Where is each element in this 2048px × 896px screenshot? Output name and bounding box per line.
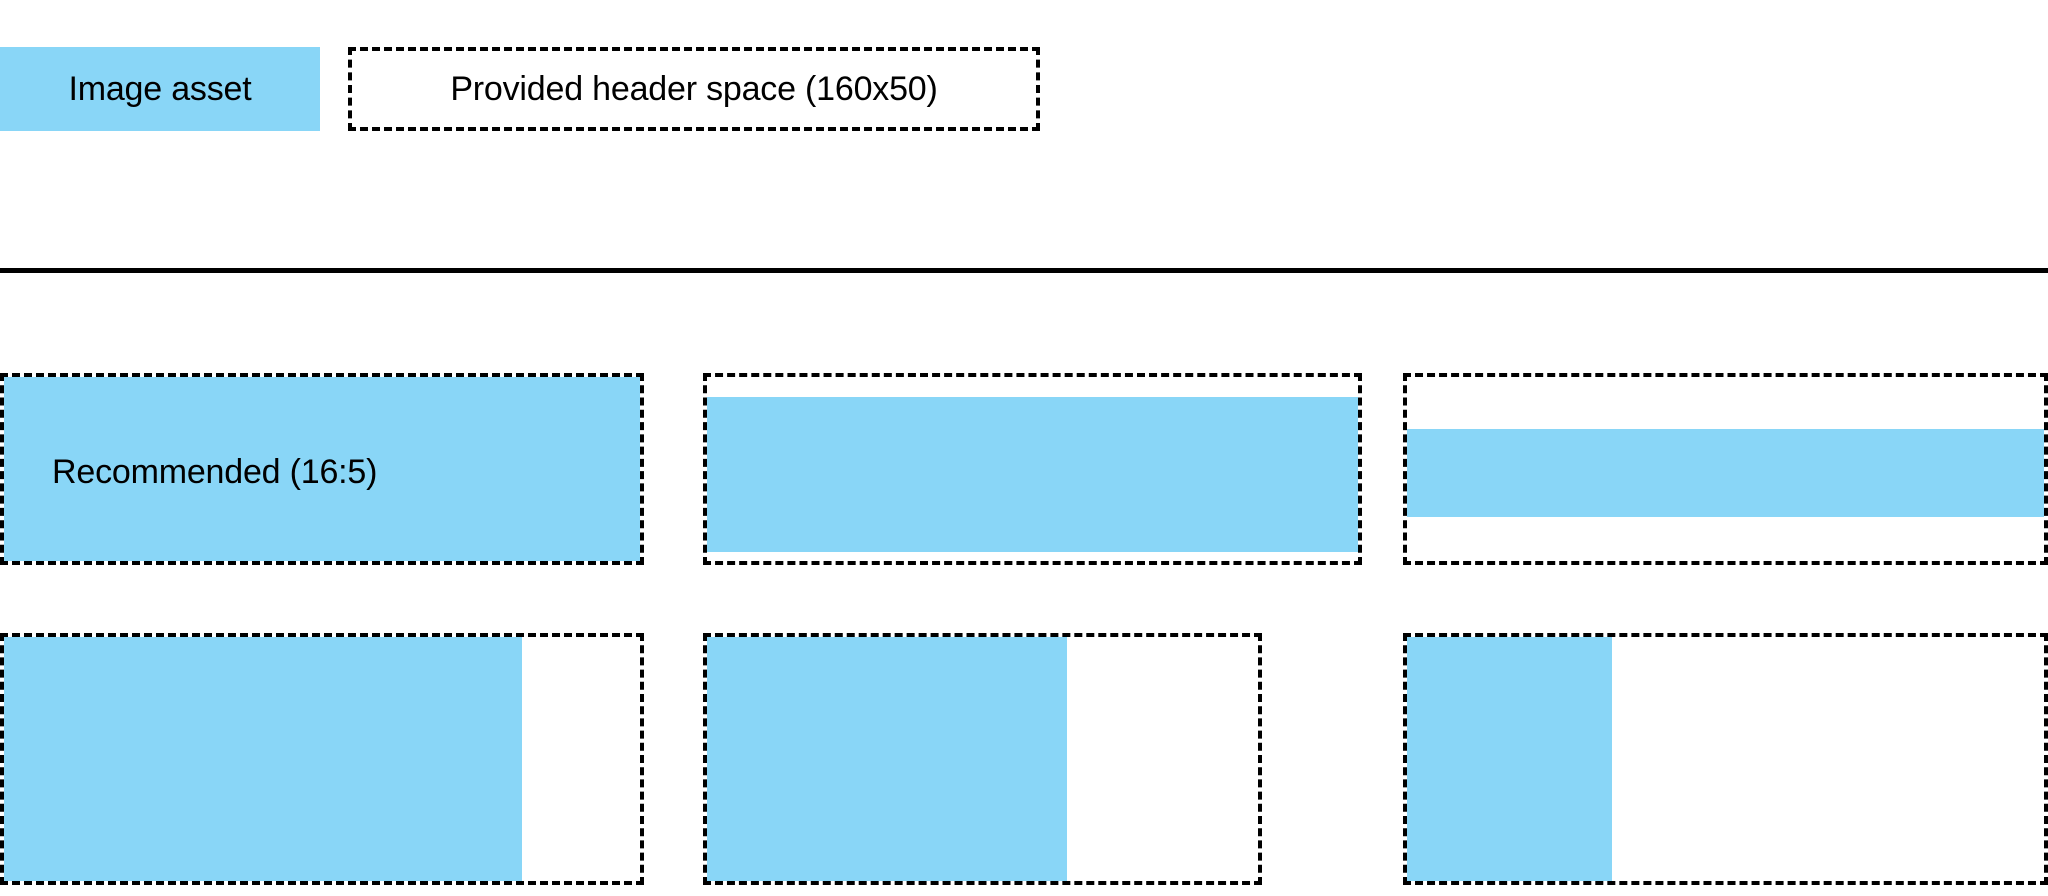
- asset-fill: [707, 397, 1358, 552]
- sample-left-medium: [703, 633, 1262, 885]
- sample-16-5-full: Recommended (16:5): [0, 373, 644, 565]
- legend-row: Image asset Provided header space (160x5…: [0, 47, 1040, 131]
- asset-fill: [1407, 429, 2044, 517]
- recommended-ratio-label: Recommended (16:5): [52, 453, 378, 491]
- asset-fill: [1407, 637, 1612, 881]
- legend-header-space-outline: Provided header space (160x50): [348, 47, 1040, 131]
- asset-fill: [4, 377, 640, 561]
- sample-wide-inset-vertical: [703, 373, 1362, 565]
- asset-fill: [707, 637, 1067, 881]
- legend-header-space-label: Provided header space (160x50): [450, 70, 938, 108]
- sample-left-narrow: [1403, 633, 2048, 885]
- legend-image-asset-label: Image asset: [68, 70, 252, 108]
- sample-left-wide: [0, 633, 644, 885]
- section-divider: [0, 268, 2048, 273]
- sample-narrow-band: [1403, 373, 2048, 565]
- legend-image-asset-swatch: Image asset: [0, 47, 320, 131]
- asset-fill: [4, 637, 522, 881]
